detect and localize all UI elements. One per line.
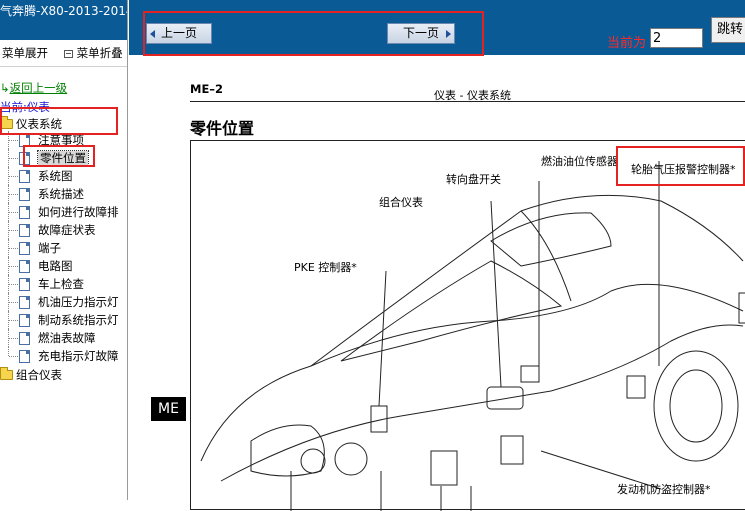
- document-icon: [19, 278, 30, 291]
- next-page-button[interactable]: 下一页: [387, 23, 455, 44]
- page-code: ME–2: [190, 82, 224, 96]
- sidebar-title: 气奔腾-X80-2013-2014: [0, 0, 127, 40]
- callout-pke-controller: PKE 控制器*: [294, 261, 357, 274]
- document-icon: [19, 224, 30, 237]
- header-rule: [190, 101, 745, 102]
- back-link[interactable]: ↳返回上一级: [0, 81, 68, 95]
- tree-item-system-description[interactable]: 系统描述: [0, 185, 127, 203]
- jump-button[interactable]: 跳转: [711, 17, 745, 43]
- page-number-input[interactable]: [650, 28, 703, 48]
- section-tab: ME: [151, 397, 186, 421]
- tree-item-oil-pressure-light[interactable]: 机油压力指示灯: [0, 293, 127, 311]
- callout-tpms-controller: 轮胎气压报警控制器*: [631, 163, 736, 176]
- tree-item-notes[interactable]: 注意事项: [0, 131, 127, 149]
- document-icon: [19, 206, 30, 219]
- collapse-menu-button[interactable]: 菜单折叠: [76, 46, 123, 60]
- highlight-instrument-system: [0, 107, 118, 135]
- top-toolbar: 上一页 下一页 当前为 跳转: [129, 0, 745, 55]
- right-arrow-icon: [446, 30, 451, 38]
- callout-combination-meter: 组合仪表: [379, 196, 423, 209]
- highlight-page-nav: [143, 11, 484, 56]
- document-icon: [19, 188, 30, 201]
- left-arrow-icon: [150, 30, 155, 38]
- sidebar-divider: [0, 66, 127, 67]
- sidebar: 气奔腾-X80-2013-2014 菜单展开 菜单折叠 ↳返回上一级 当前:仪表…: [0, 0, 128, 500]
- callout-immobilizer-controller: 发动机防盗控制器*: [617, 483, 711, 496]
- previous-page-button[interactable]: 上一页: [146, 23, 212, 44]
- tree-item-terminals[interactable]: 端子: [0, 239, 127, 257]
- document-icon: [19, 314, 30, 327]
- component-location-figure: 燃油油位传感器 轮胎气压报警控制器* 转向盘开关 组合仪表 PKE 控制器* 发…: [190, 140, 745, 511]
- folder-icon: [0, 367, 13, 380]
- section-title: 零件位置: [190, 119, 255, 138]
- tree-item-wiring-diagram[interactable]: 电路图: [0, 257, 127, 275]
- sidebar-toolbar: 菜单展开 菜单折叠: [0, 40, 127, 66]
- tree-item-symptom-table[interactable]: 故障症状表: [0, 221, 127, 239]
- document-view: ME–2 仪表 - 仪表系统 零件位置 ME: [129, 55, 745, 511]
- highlight-component-locations: [23, 145, 95, 167]
- document-icon: [19, 296, 30, 309]
- tree-folder-label: 仪表系统: [16, 117, 62, 131]
- tree-item-system-diagram[interactable]: 系统图: [0, 167, 127, 185]
- document-icon: [19, 242, 30, 255]
- highlight-tpms-callout: [616, 146, 745, 186]
- collapse-icon: [63, 50, 73, 58]
- page-header: 仪表 - 仪表系统: [434, 89, 511, 102]
- expand-menu-button[interactable]: 菜单展开: [2, 46, 48, 60]
- document-icon: [19, 350, 30, 363]
- callout-steering-wheel-switch: 转向盘开关: [446, 173, 501, 186]
- tree-item-vehicle-inspection[interactable]: 车上检查: [0, 275, 127, 293]
- document-icon: [19, 170, 30, 183]
- tree-folder-label: 组合仪表: [16, 368, 62, 382]
- vehicle-illustration: [200, 161, 745, 511]
- tree-item-troubleshooting[interactable]: 如何进行故障排: [0, 203, 127, 221]
- tree-item-brake-warning-light[interactable]: 制动系统指示灯: [0, 311, 127, 329]
- tree-folder-combination-meter[interactable]: 组合仪表: [0, 367, 62, 383]
- tree-item-charge-light-fault[interactable]: 充电指示灯故障: [0, 347, 127, 365]
- tree-item-fuel-gauge-fault[interactable]: 燃油表故障: [0, 329, 127, 347]
- current-page-label: 当前为: [607, 36, 647, 51]
- document-icon: [19, 260, 30, 273]
- callout-fuel-level-sensor: 燃油油位传感器: [541, 155, 618, 168]
- document-icon: [19, 332, 30, 345]
- tree-children: 注意事项 零件位置 系统图 系统描述 如何进行故障排 故障症状表 端子 电路图 …: [0, 131, 127, 365]
